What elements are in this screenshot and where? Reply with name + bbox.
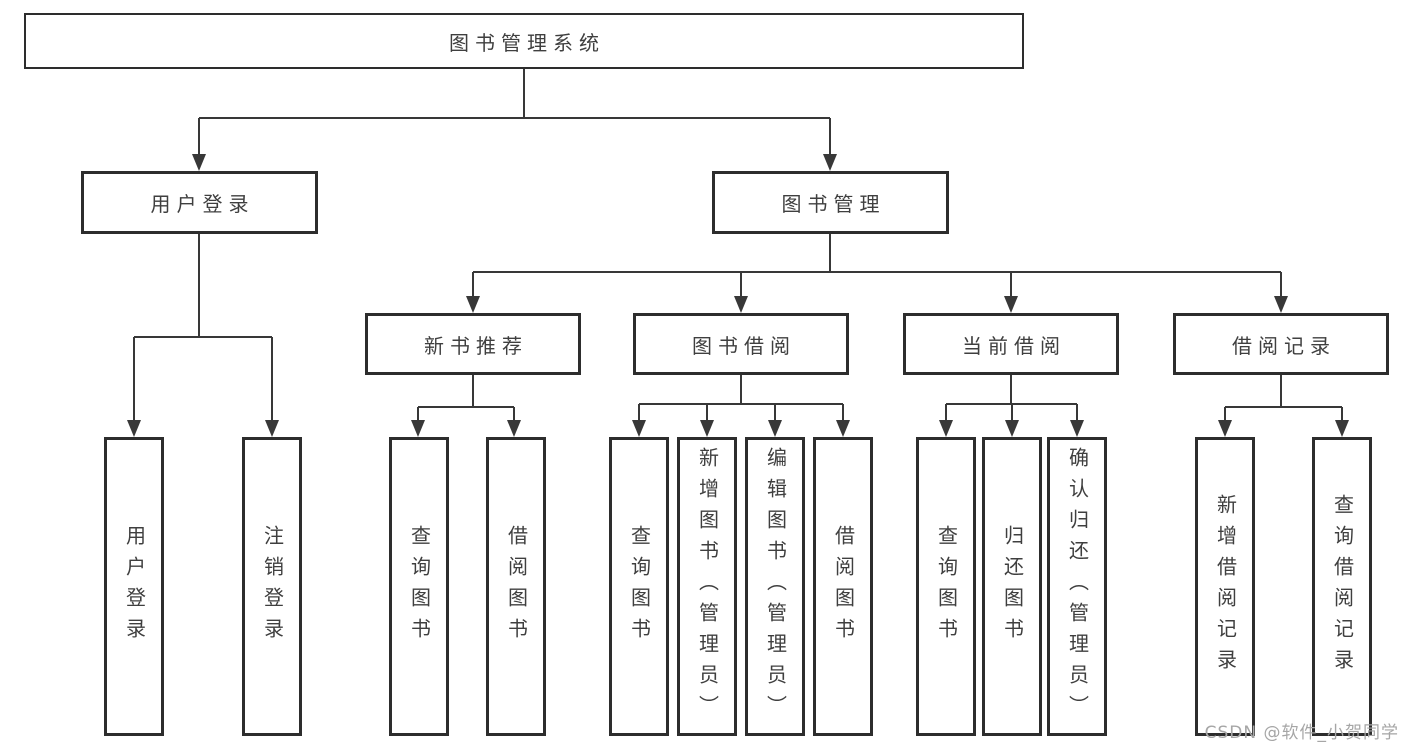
node-book-management: 图书管理 [712, 171, 949, 234]
arrowhead-icon [265, 420, 279, 437]
connector-user-login-to-leaves [133, 234, 273, 422]
node-new-book-recommend: 新书推荐 [365, 313, 581, 375]
leaf-query-books-borrowing: 查询图书 [609, 437, 669, 736]
arrowhead-icon [1335, 420, 1349, 437]
leaf-confirm-return-admin-label: 确认归还（管理员） [1065, 447, 1090, 726]
arrowhead-icon [836, 420, 850, 437]
leaf-add-book-admin-label: 新增图书（管理员） [695, 447, 720, 726]
arrowhead-icon [632, 420, 646, 437]
connector-borrowing-records-to-leaves [1224, 374, 1343, 422]
arrowhead-icon [127, 420, 141, 437]
node-user-login: 用户登录 [81, 171, 318, 234]
node-current-borrowing-label: 当前借阅 [962, 333, 1066, 358]
leaf-query-borrow-record-label: 查询借阅记录 [1330, 493, 1355, 680]
node-root-label: 图书管理系统 [449, 30, 605, 55]
arrowhead-icon [700, 420, 714, 437]
leaf-add-borrow-record-label: 新增借阅记录 [1213, 493, 1238, 680]
arrowhead-icon [1274, 296, 1288, 313]
arrowhead-icon [507, 420, 521, 437]
node-book-borrowing: 图书借阅 [633, 313, 849, 375]
arrowhead-icon [734, 296, 748, 313]
arrowhead-icon [939, 420, 953, 437]
connector-book-management-to-level3 [472, 234, 1282, 298]
leaf-query-books-borrowing-label: 查询图书 [627, 524, 652, 649]
leaf-borrow-books-recommend-label: 借阅图书 [504, 524, 529, 649]
leaf-return-book: 归还图书 [982, 437, 1042, 736]
arrowhead-icon [1218, 420, 1232, 437]
arrowhead-icon [1005, 420, 1019, 437]
leaf-query-books-recommend-label: 查询图书 [407, 524, 432, 649]
leaf-user-login-label: 用户登录 [122, 524, 147, 649]
node-borrowing-records-label: 借阅记录 [1232, 333, 1336, 358]
node-new-book-recommend-label: 新书推荐 [424, 333, 528, 358]
arrowhead-icon [1070, 420, 1084, 437]
leaf-user-login: 用户登录 [104, 437, 164, 736]
node-root: 图书管理系统 [24, 13, 1024, 69]
arrowhead-icon [192, 154, 206, 171]
connector-book-borrowing-to-leaves [638, 374, 844, 422]
arrowhead-icon [823, 154, 837, 171]
node-current-borrowing: 当前借阅 [903, 313, 1119, 375]
leaf-add-borrow-record: 新增借阅记录 [1195, 437, 1255, 736]
csdn-watermark: CSDN @软件_小贺同学 [1204, 723, 1399, 743]
arrowhead-icon [411, 420, 425, 437]
leaf-query-borrow-record: 查询借阅记录 [1312, 437, 1372, 736]
node-borrowing-records: 借阅记录 [1173, 313, 1389, 375]
leaf-logout-label: 注销登录 [260, 524, 285, 649]
leaf-confirm-return-admin: 确认归还（管理员） [1047, 437, 1107, 736]
leaf-query-books-current-label: 查询图书 [934, 524, 959, 649]
leaf-edit-book-admin: 编辑图书（管理员） [745, 437, 805, 736]
leaf-borrow-books-borrowing-label: 借阅图书 [831, 524, 856, 649]
connector-root-to-level2 [198, 69, 831, 156]
leaf-query-books-recommend: 查询图书 [389, 437, 449, 736]
node-user-login-label: 用户登录 [150, 192, 255, 216]
arrowhead-icon [768, 420, 782, 437]
leaf-borrow-books-borrowing: 借阅图书 [813, 437, 873, 736]
leaf-borrow-books-recommend: 借阅图书 [486, 437, 546, 736]
leaf-edit-book-admin-label: 编辑图书（管理员） [763, 447, 788, 726]
leaf-logout: 注销登录 [242, 437, 302, 736]
leaf-add-book-admin: 新增图书（管理员） [677, 437, 737, 736]
arrowhead-icon [1004, 296, 1018, 313]
connector-current-borrowing-to-leaves [945, 374, 1078, 422]
connector-new-book-recommend-to-leaves [417, 374, 515, 422]
arrowhead-icon [466, 296, 480, 313]
leaf-return-book-label: 归还图书 [1000, 524, 1025, 649]
node-book-management-label: 图书管理 [781, 192, 886, 216]
node-book-borrowing-label: 图书借阅 [692, 333, 796, 358]
leaf-query-books-current: 查询图书 [916, 437, 976, 736]
